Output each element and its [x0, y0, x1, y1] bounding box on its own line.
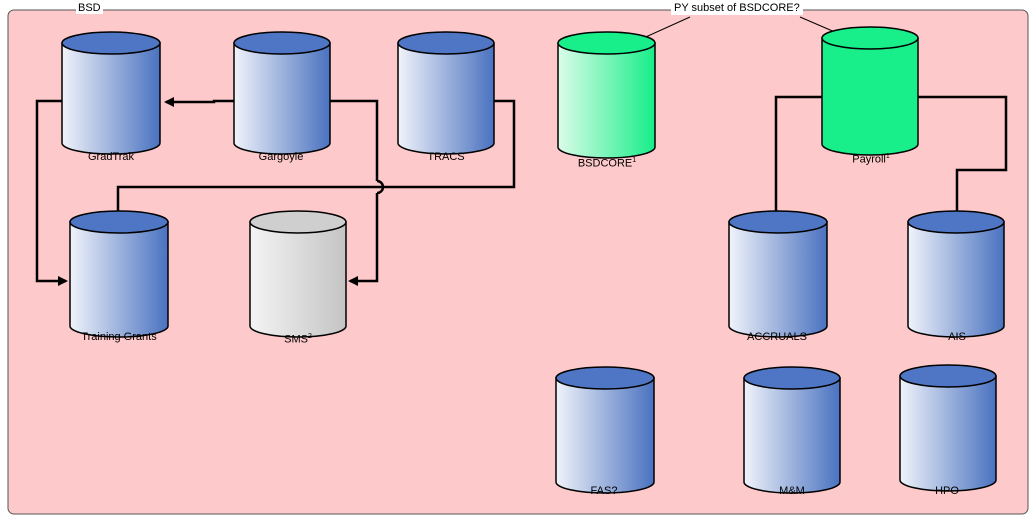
training-grants-label: Training Grants [81, 331, 157, 343]
payroll-cylinder-body [821, 37, 919, 156]
mm-cylinder [743, 366, 841, 494]
bsd-boundary-label: BSD [76, 2, 103, 14]
mm-label: M&M [779, 485, 805, 497]
tracs-cylinder [397, 31, 495, 155]
accruals-cylinder [728, 210, 828, 338]
mm-cylinder-body [743, 377, 841, 494]
payroll-label: Payroll1 [852, 153, 890, 166]
gradtrak-cylinder [61, 31, 161, 155]
ais-label: AIS [948, 331, 966, 343]
connector-payroll-accruals [771, 95, 822, 233]
callout-note: PY subset of BSDCORE? [671, 2, 803, 15]
hpo-cylinder-body [899, 375, 997, 492]
connector-payroll-ais [918, 95, 1008, 233]
hpo-label: HPO [935, 485, 959, 497]
sms-label: SMS2 [284, 333, 312, 346]
connector-gargoyle-gradtrak [164, 97, 234, 107]
fas-cylinder-body [555, 377, 655, 494]
connector-tracs-training-grants [113, 99, 516, 232]
fas-cylinder-top [555, 366, 655, 390]
gargoyle-cylinder-body [233, 42, 331, 155]
fas-label: FAS? [590, 485, 618, 497]
payroll-cylinder-top [821, 26, 919, 50]
tracs-cylinder-top [397, 31, 495, 55]
connector-gargoyle-sms [330, 99, 379, 281]
sms-cylinder-body [249, 221, 347, 338]
training-grants-cylinder-body [69, 221, 169, 338]
gargoyle-cylinder-top [233, 31, 331, 55]
ais-cylinder-top [907, 210, 1005, 234]
accruals-cylinder-top [728, 210, 828, 234]
accruals-cylinder-body [728, 221, 828, 338]
payroll-cylinder [821, 26, 919, 156]
hpo-cylinder-top [899, 364, 997, 388]
gradtrak-cylinder-body [61, 42, 161, 155]
tracs-label: TRACS [427, 151, 465, 163]
connector-gradtrak-training-grants [35, 99, 68, 286]
bsdcore-cylinder [557, 31, 656, 159]
mm-cylinder-top [743, 366, 841, 390]
gargoyle-label: Gargoyle [258, 151, 304, 163]
fas-cylinder [555, 366, 655, 494]
training-grants-cylinder [69, 210, 169, 338]
accruals-label: ACCRUALS [747, 331, 807, 343]
ais-cylinder-body [907, 221, 1005, 338]
ais-cylinder [907, 210, 1005, 338]
gradtrak-label: GradTrak [87, 151, 135, 163]
bsdcore-label: BSDCORE1 [577, 157, 637, 170]
gargoyle-cylinder [233, 31, 331, 155]
bsdcore-cylinder-top [557, 31, 656, 55]
tracs-cylinder-body [397, 42, 495, 155]
sms-cylinder-top [249, 210, 347, 234]
training-grants-cylinder-top [69, 210, 169, 234]
hpo-cylinder [899, 364, 997, 492]
gradtrak-cylinder-top [61, 31, 161, 55]
sms-cylinder [249, 210, 347, 338]
bsdcore-cylinder-body [557, 42, 656, 159]
